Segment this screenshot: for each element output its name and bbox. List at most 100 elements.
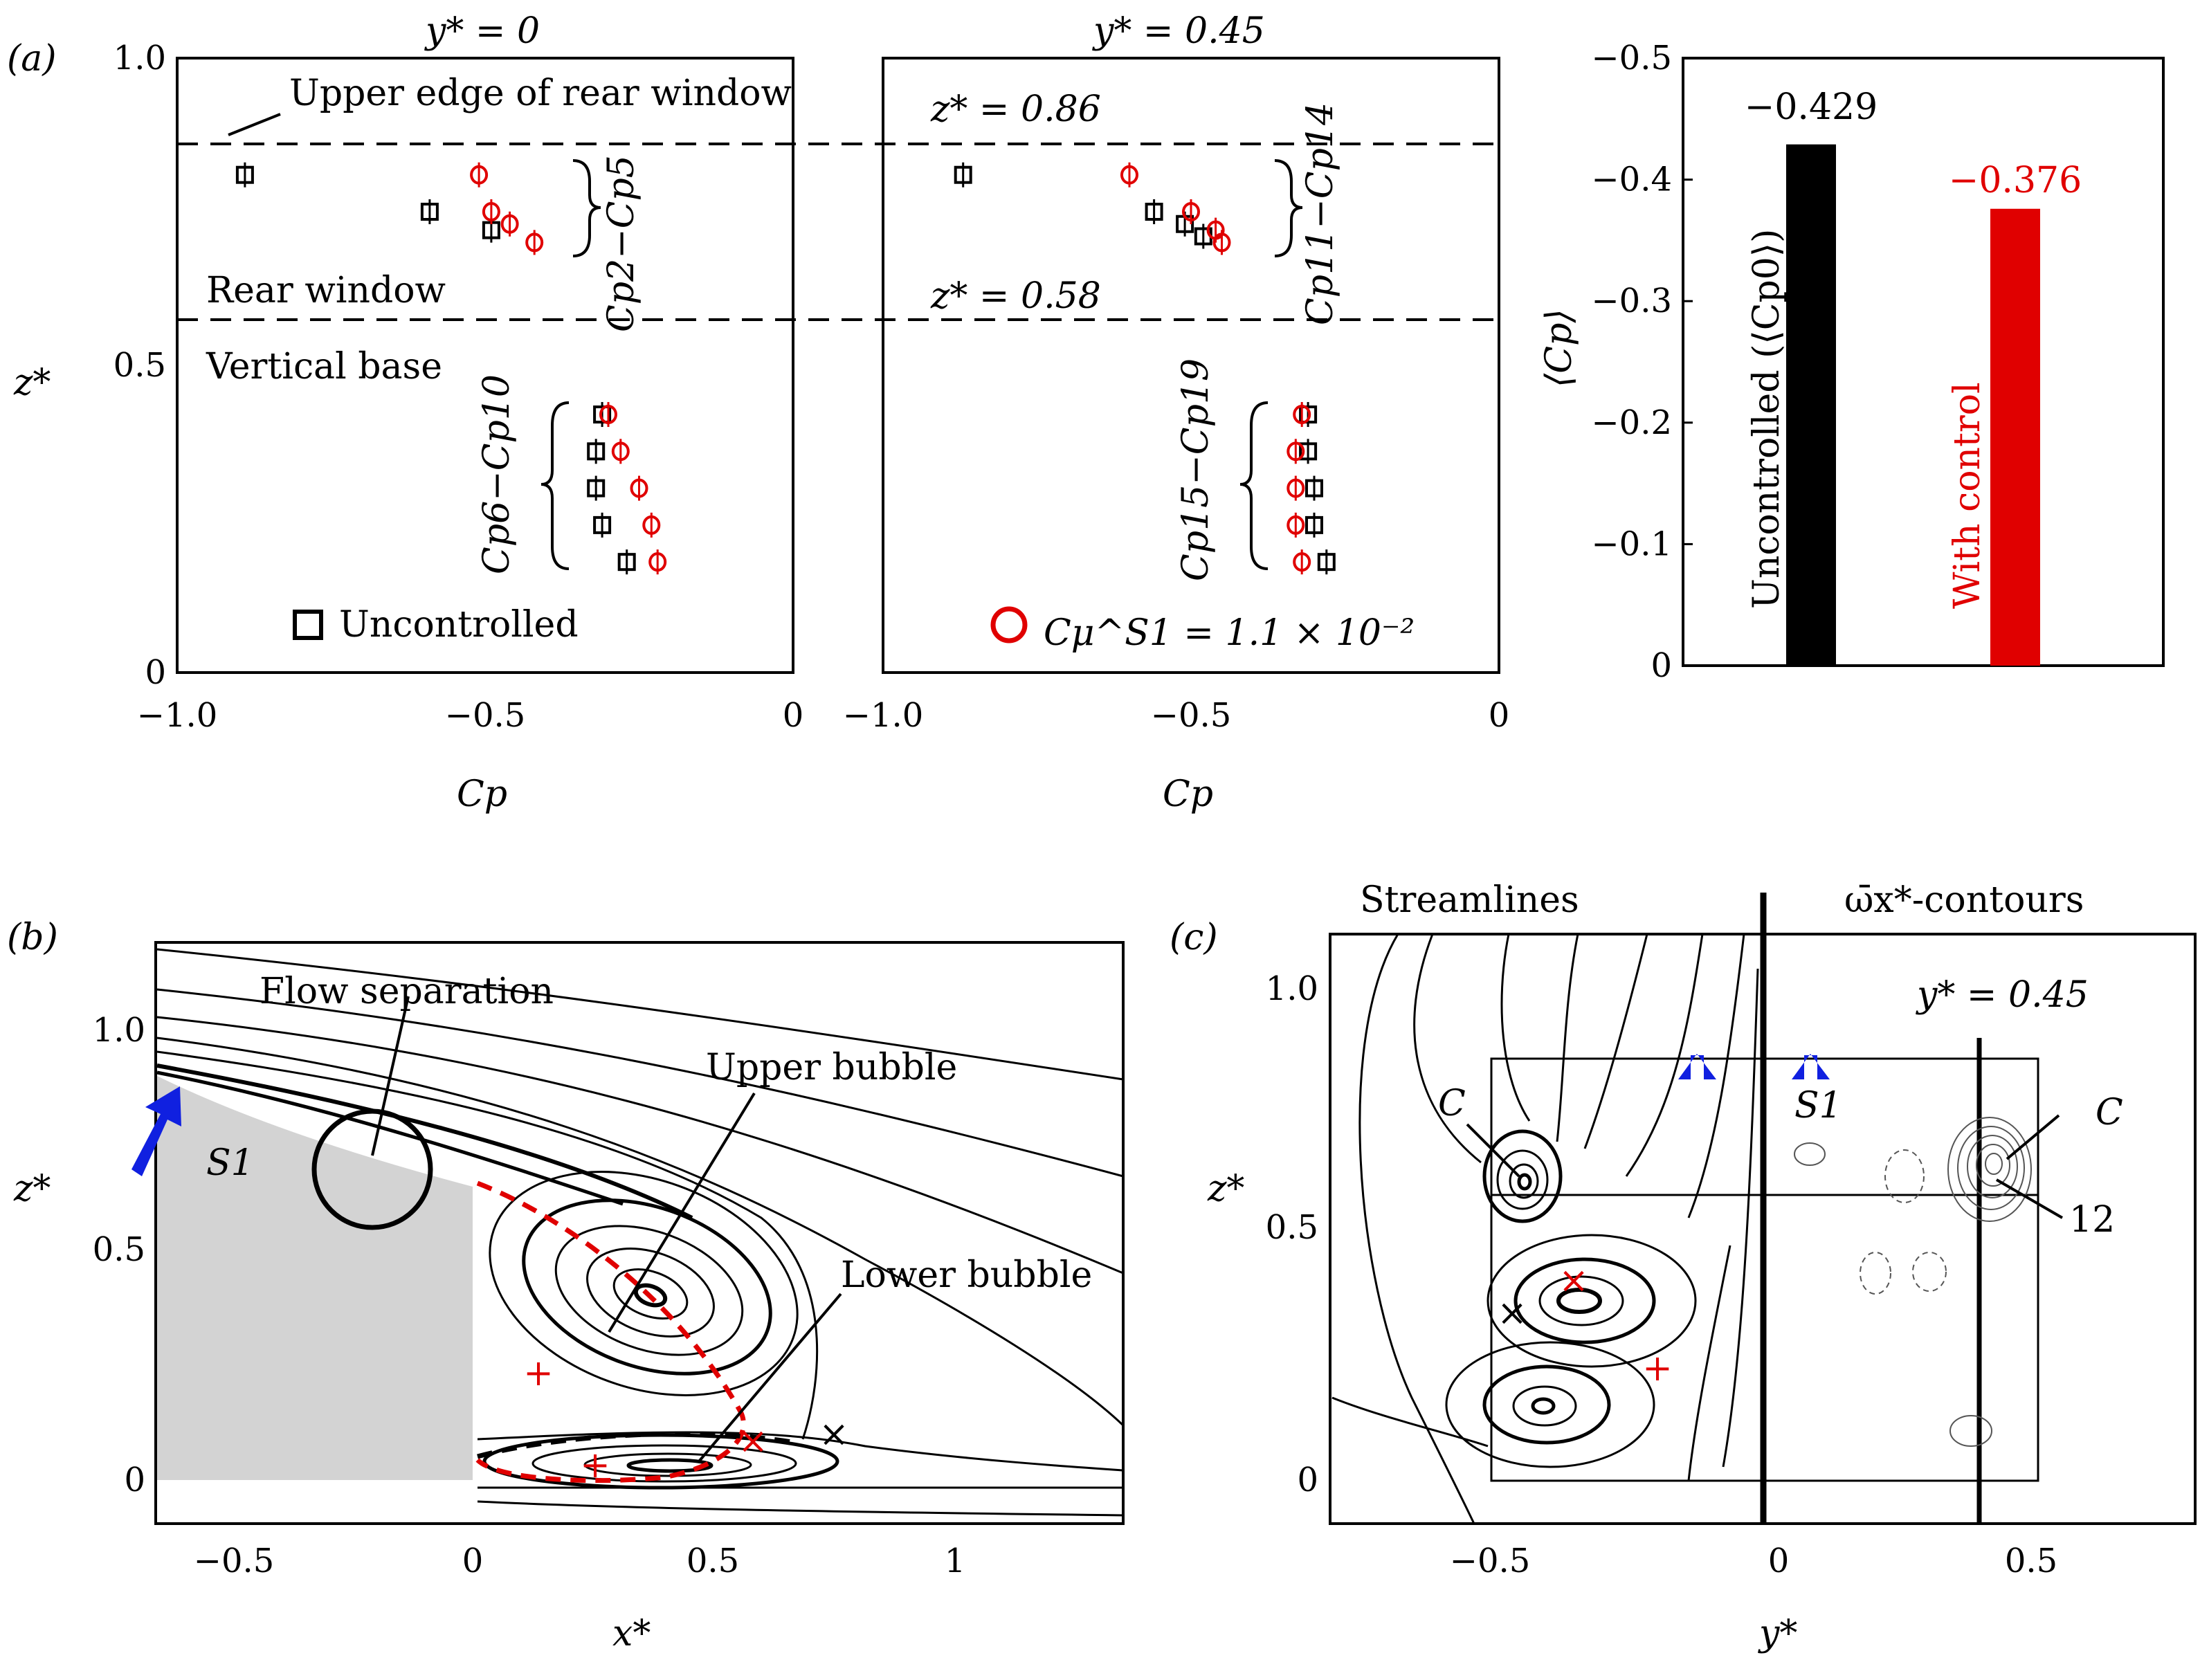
- bar-value-uncontrolled: −0.429: [1745, 86, 1878, 128]
- svg-text:−0.5: −0.5: [194, 1542, 275, 1580]
- panel-a-mid-xlabel: Cp: [1163, 774, 1213, 815]
- annot-c-left: C: [1438, 1083, 1466, 1124]
- upper-bubble-pointer: [608, 1092, 756, 1333]
- annot-s1-c: S1: [1794, 1085, 1842, 1126]
- flow-separation-pointer: [371, 996, 410, 1156]
- svg-text:−0.5: −0.5: [1450, 1542, 1531, 1580]
- actuator-arrow-icon: [131, 1086, 181, 1176]
- panel-a-ylabel: z*: [13, 362, 51, 403]
- x-marker-c-controlled: ×: [1558, 1260, 1589, 1302]
- panel-a: (a) y* = 0 y* = 0.45 z* 1.0 0.5 0 −1.0 −…: [7, 10, 2165, 815]
- x-marker-c-uncontrolled: ×: [1497, 1293, 1527, 1334]
- actuator-arrow-left-icon: [1678, 1054, 1716, 1079]
- panel-b-yticks: 1.0 0.5 0: [93, 1011, 145, 1499]
- panel-b: (b) z* 1.0 0.5 0 −0.5 0 0.5 1 x*: [7, 917, 1125, 1654]
- bar-uncontrolled: [1786, 144, 1836, 666]
- annot-rear-window: Rear window: [206, 270, 446, 311]
- svg-text:0.5: 0.5: [2005, 1542, 2057, 1580]
- annot-contour-level: 12: [2069, 1199, 2115, 1241]
- bar-label-uncontrolled: Uncontrolled (⟨Cp0⟩): [1746, 229, 1788, 609]
- panel-b-frame: [154, 941, 1125, 1525]
- svg-text:0.5: 0.5: [1266, 1208, 1318, 1247]
- panel-a-left-xlabel: Cp: [457, 774, 507, 815]
- annot-flow-separation: Flow separation: [260, 971, 554, 1012]
- svg-text:0: 0: [1489, 696, 1510, 735]
- svg-text:1.0: 1.0: [1266, 969, 1318, 1008]
- svg-text:−0.5: −0.5: [445, 696, 526, 735]
- annot-streamlines: Streamlines: [1360, 879, 1579, 921]
- bar-controlled: [1990, 208, 2040, 666]
- plus-marker-upper: +: [523, 1353, 554, 1394]
- panel-a-left-yticks: 1.0 0.5 0: [113, 39, 166, 692]
- annot-upper-bubble: Upper bubble: [706, 1047, 957, 1088]
- x-marker-controlled: ×: [738, 1421, 768, 1462]
- separatrix-uncontrolled: [477, 1431, 797, 1459]
- vehicle-body: [157, 1076, 473, 1480]
- panel-a-left-title: y* = 0: [424, 10, 540, 52]
- panel-a-mid-frame: [882, 57, 1500, 674]
- svg-text:0: 0: [1297, 1461, 1318, 1499]
- annot-z058: z* = 0.58: [930, 275, 1101, 317]
- brace-left-bottom: [540, 401, 570, 570]
- svg-text:0.5: 0.5: [93, 1230, 145, 1269]
- annot-y045: y* = 0.45: [1916, 974, 2089, 1016]
- panel-c-letter: (c): [1170, 917, 1218, 958]
- annot-c-right: C: [2096, 1092, 2123, 1133]
- plus-marker-lower: +: [580, 1445, 610, 1486]
- panel-b-ylabel: z*: [13, 1168, 51, 1209]
- panel-c: (c) z* Streamlines ω̄x*-contours 1.0 0.5…: [1170, 879, 2197, 1654]
- panel-a-mid-points: [954, 162, 1336, 575]
- bar-ytick-label: 0: [1651, 646, 1672, 685]
- svg-text:1: 1: [945, 1542, 966, 1580]
- c-right-pointer: [2006, 1114, 2060, 1160]
- svg-text:0: 0: [1768, 1542, 1790, 1580]
- bar-ytick-label: −0.2: [1591, 403, 1672, 442]
- panel-a-bar-ylabel: ⟨Cp⟩: [1538, 309, 1580, 387]
- brace-left-bottom-label: Cp6−Cp10: [476, 374, 518, 574]
- brace-mid-bottom: [1239, 401, 1269, 570]
- panel-c-yticks: 1.0 0.5 0: [1266, 969, 1318, 1499]
- svg-text:−0.5: −0.5: [1151, 696, 1232, 735]
- legend-uncontrolled-marker: [293, 610, 323, 640]
- svg-text:0: 0: [145, 653, 166, 692]
- annot-lower-bubble: Lower bubble: [841, 1254, 1092, 1296]
- panel-c-contours: [1794, 1117, 2032, 1447]
- svg-text:−1.0: −1.0: [137, 696, 218, 735]
- bar-value-controlled: −0.376: [1949, 160, 2082, 201]
- separatrix-controlled: [475, 1180, 746, 1483]
- brace-mid-top-label: Cp11−Cp14: [1300, 102, 1341, 325]
- panel-a-left-points: [235, 162, 667, 575]
- panel-a-left-xticks: −1.0 −0.5 0 −1.0 −0.5 0: [137, 696, 1510, 735]
- brace-mid-top: [1274, 159, 1303, 257]
- bar-ytick-label: −0.3: [1591, 282, 1672, 320]
- panel-b-xlabel: x*: [612, 1613, 651, 1654]
- svg-text:−1.0: −1.0: [843, 696, 924, 735]
- panel-c-xlabel: y*: [1758, 1613, 1797, 1654]
- actuator-arrow-right-icon: [1792, 1054, 1830, 1079]
- flow-separation-circle: [311, 1108, 433, 1230]
- svg-text:0: 0: [462, 1542, 484, 1580]
- bar-ytick-label: −0.4: [1591, 161, 1672, 199]
- legend-uncontrolled-label: Uncontrolled: [339, 604, 579, 646]
- panel-c-ylabel: z*: [1207, 1168, 1244, 1209]
- annot-vertical-base: Vertical base: [206, 346, 442, 387]
- panel-c-streamlines: [1331, 933, 1759, 1524]
- panel-a-bar-yticks: 0−0.1−0.2−0.3−0.4−0.5: [1591, 39, 1693, 685]
- annot-upper-edge: Upper edge of rear window: [289, 73, 792, 114]
- brace-left-top-label: Cp2−Cp5: [601, 155, 642, 332]
- svg-text:1.0: 1.0: [113, 39, 166, 77]
- annot-s1-b: S1: [206, 1142, 254, 1184]
- contour-level-pointer: [1995, 1178, 2064, 1219]
- panel-b-letter: (b): [7, 917, 58, 958]
- x-marker-uncontrolled: ×: [819, 1414, 849, 1455]
- panel-a-letter: (a): [7, 38, 57, 80]
- panel-b-streamlines: [156, 948, 1125, 1517]
- svg-text:0.5: 0.5: [113, 346, 166, 385]
- legend-controlled-marker: [990, 606, 1028, 643]
- svg-text:0: 0: [783, 696, 804, 735]
- brace-mid-bottom-label: Cp15−Cp19: [1175, 358, 1217, 581]
- upper-edge-pointer: [228, 113, 281, 136]
- bar-ytick-label: −0.5: [1591, 39, 1672, 77]
- legend-controlled-label: Cμ^S1 = 1.1 × 10⁻²: [1044, 612, 1415, 654]
